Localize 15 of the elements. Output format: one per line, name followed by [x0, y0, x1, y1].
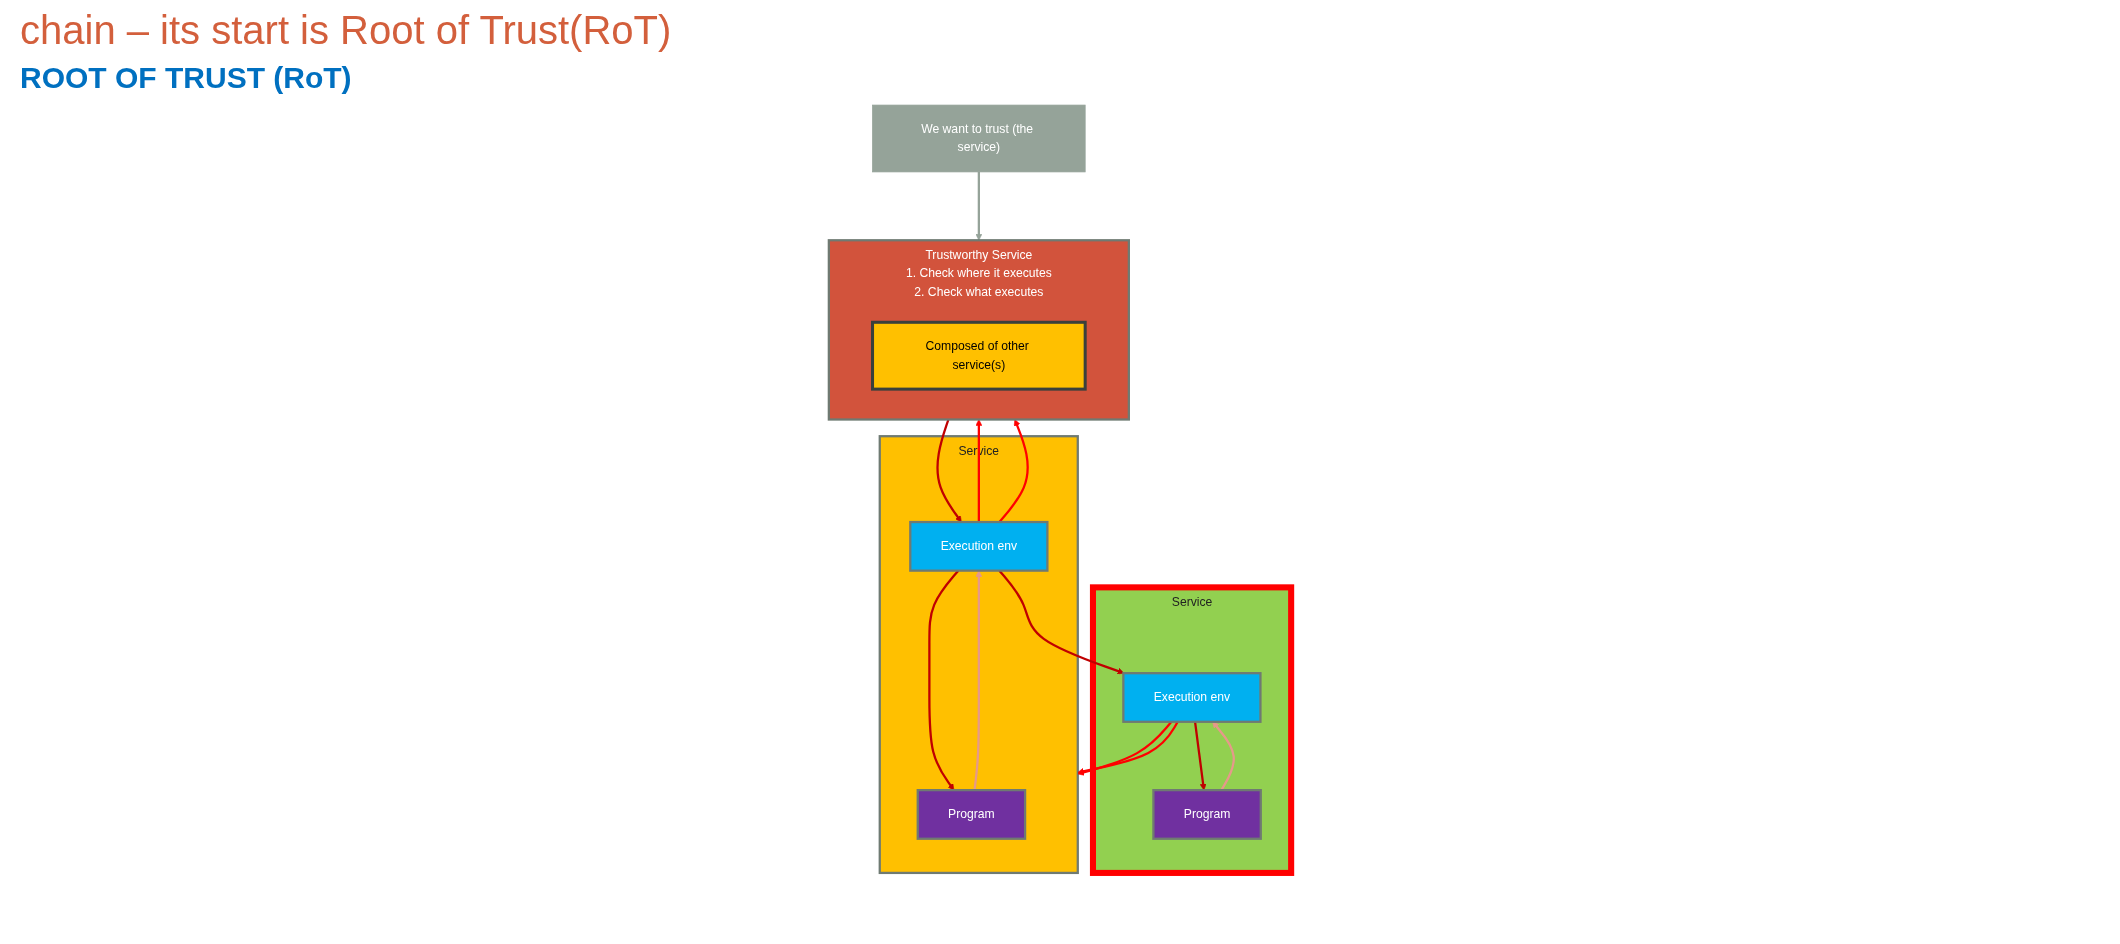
- node-box: Execution env: [909, 520, 1049, 572]
- arrow: [973, 570, 983, 791]
- arrow: [936, 419, 962, 523]
- arrow: [975, 171, 983, 241]
- slide-title: chain – its start is Root of Trust(RoT): [20, 8, 673, 53]
- node-box: Composed of other service(s): [871, 320, 1087, 391]
- node-box: Execution env: [1122, 672, 1262, 723]
- node-box: Program: [1152, 789, 1262, 840]
- node-box: Program: [916, 789, 1027, 840]
- arrow: [975, 419, 983, 523]
- bracket-label: ROOT OF TRUST (RoT): [20, 61, 353, 95]
- arrow: [998, 419, 1029, 523]
- arrow: [1193, 721, 1207, 791]
- arrow: [1212, 721, 1235, 791]
- node-box: We want to trust (the service): [872, 104, 1086, 173]
